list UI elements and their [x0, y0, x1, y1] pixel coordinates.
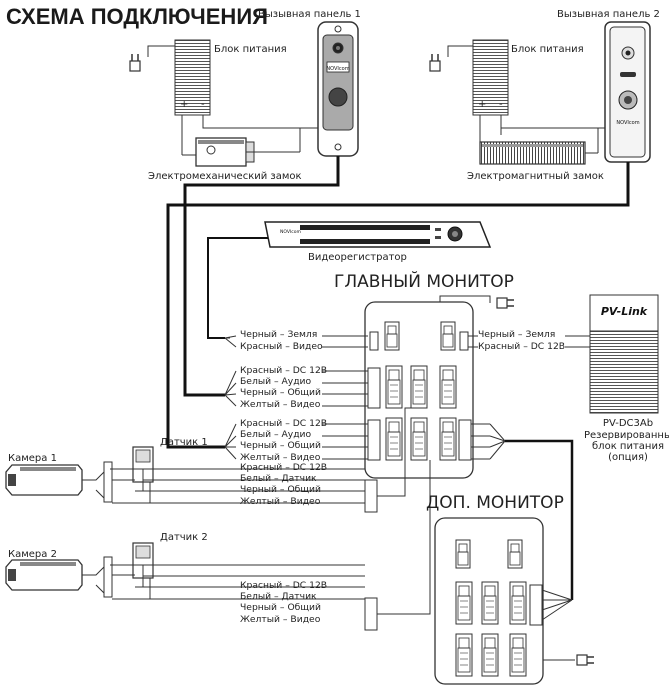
extension-monitor	[434, 517, 595, 685]
power-supply-2	[429, 39, 610, 150]
pvlink-psu: PV-Link	[589, 294, 659, 414]
label-call-panel-1: Вызывная панель 1	[258, 9, 361, 20]
label-camera-1: Камера 1	[8, 453, 57, 464]
label-camera-2: Камера 2	[8, 549, 57, 560]
label-sensor-1: Датчик 1	[160, 437, 208, 448]
wire-b-black-common: Черный – Общий	[240, 440, 321, 451]
brand-label-2: NOVIcom	[616, 120, 639, 126]
camera-2	[5, 556, 135, 598]
wire-c1-black-common: Черный – Общий	[240, 484, 321, 495]
wire-a-black-common: Черный – Общий	[240, 387, 321, 398]
power-supply-1	[129, 39, 320, 156]
wire-a-red-dc12: Красный – DC 12В	[240, 365, 328, 376]
wire-a-white-audio: Белый – Аудио	[240, 376, 312, 387]
camera-wires	[110, 407, 431, 631]
psu1-minus: -	[201, 99, 205, 110]
wire-a-yellow-video: Желтый – Видео	[240, 399, 321, 410]
label-main-monitor: ГЛАВНЫЙ МОНИТОР	[334, 272, 514, 292]
pvlink-logo: PV-Link	[601, 305, 648, 318]
svg-text:NOVIcom: NOVIcom	[280, 229, 301, 235]
call-panel-1: NOVIcom	[317, 21, 359, 157]
psu2-minus: -	[499, 99, 503, 110]
wire-c1-white-sensor: Белый – Датчик	[240, 473, 317, 484]
wire-b-yellow-video: Желтый – Видео	[240, 452, 321, 463]
wire-c2-red-dc12: Красный – DC 12В	[240, 580, 328, 591]
wire-c2-black-common: Черный – Общий	[240, 602, 321, 613]
page-title: СХЕМА ПОДКЛЮЧЕНИЯ	[6, 4, 268, 29]
dvr: NOVIcom	[264, 221, 492, 248]
main-monitor	[364, 295, 515, 479]
wires-main-left	[224, 335, 368, 460]
label-electromechanical-lock: Электромеханический замок	[148, 171, 302, 182]
label-pvlink-desc1: Резервированный	[584, 430, 669, 441]
wire-pv-black-ground: Черный – Земля	[478, 329, 556, 340]
wire-c1-red-dc12: Красный – DC 12В	[240, 462, 328, 473]
wire-pv-red-dc12: Красный – DC 12В	[478, 341, 566, 352]
wire-c2-white-sensor: Белый – Датчик	[240, 591, 317, 602]
label-electromagnetic-lock: Электромагнитный замок	[467, 171, 604, 182]
psu2-plus: +	[478, 99, 487, 110]
camera-1	[5, 461, 135, 503]
wire-b-red-dc12: Красный – DC 12В	[240, 418, 328, 429]
label-psu-2: Блок питания	[511, 44, 584, 55]
wire-main-red-video: Красный – Видео	[240, 341, 323, 352]
sensor-1	[132, 446, 154, 503]
label-sensor-2: Датчик 2	[160, 532, 208, 543]
electromechanical-lock	[195, 128, 301, 167]
label-dvr: Видеорегистратор	[308, 252, 407, 263]
label-psu-1: Блок питания	[214, 44, 287, 55]
label-pvlink-model: PV-DC3Ab	[602, 418, 654, 429]
wires-main-right	[468, 335, 590, 600]
electromagnetic-lock	[479, 128, 599, 165]
label-pvlink-desc3: (опция)	[608, 452, 648, 463]
label-pvlink-desc2: блок питания	[592, 441, 664, 452]
psu1-plus: +	[180, 99, 189, 110]
wire-b-white-audio: Белый – Аудио	[240, 429, 312, 440]
label-ext-monitor: ДОП. МОНИТОР	[426, 493, 564, 513]
label-call-panel-2: Вызывная панель 2	[557, 9, 660, 20]
wire-c2-yellow-video: Желтый – Видео	[240, 614, 321, 625]
call-panel-2: NOVIcom	[604, 21, 651, 163]
wire-c1-yellow-video: Желтый – Видео	[240, 496, 321, 507]
brand-label: NOVIcom	[326, 66, 349, 72]
wire-main-black-ground: Черный – Земля	[240, 329, 318, 340]
